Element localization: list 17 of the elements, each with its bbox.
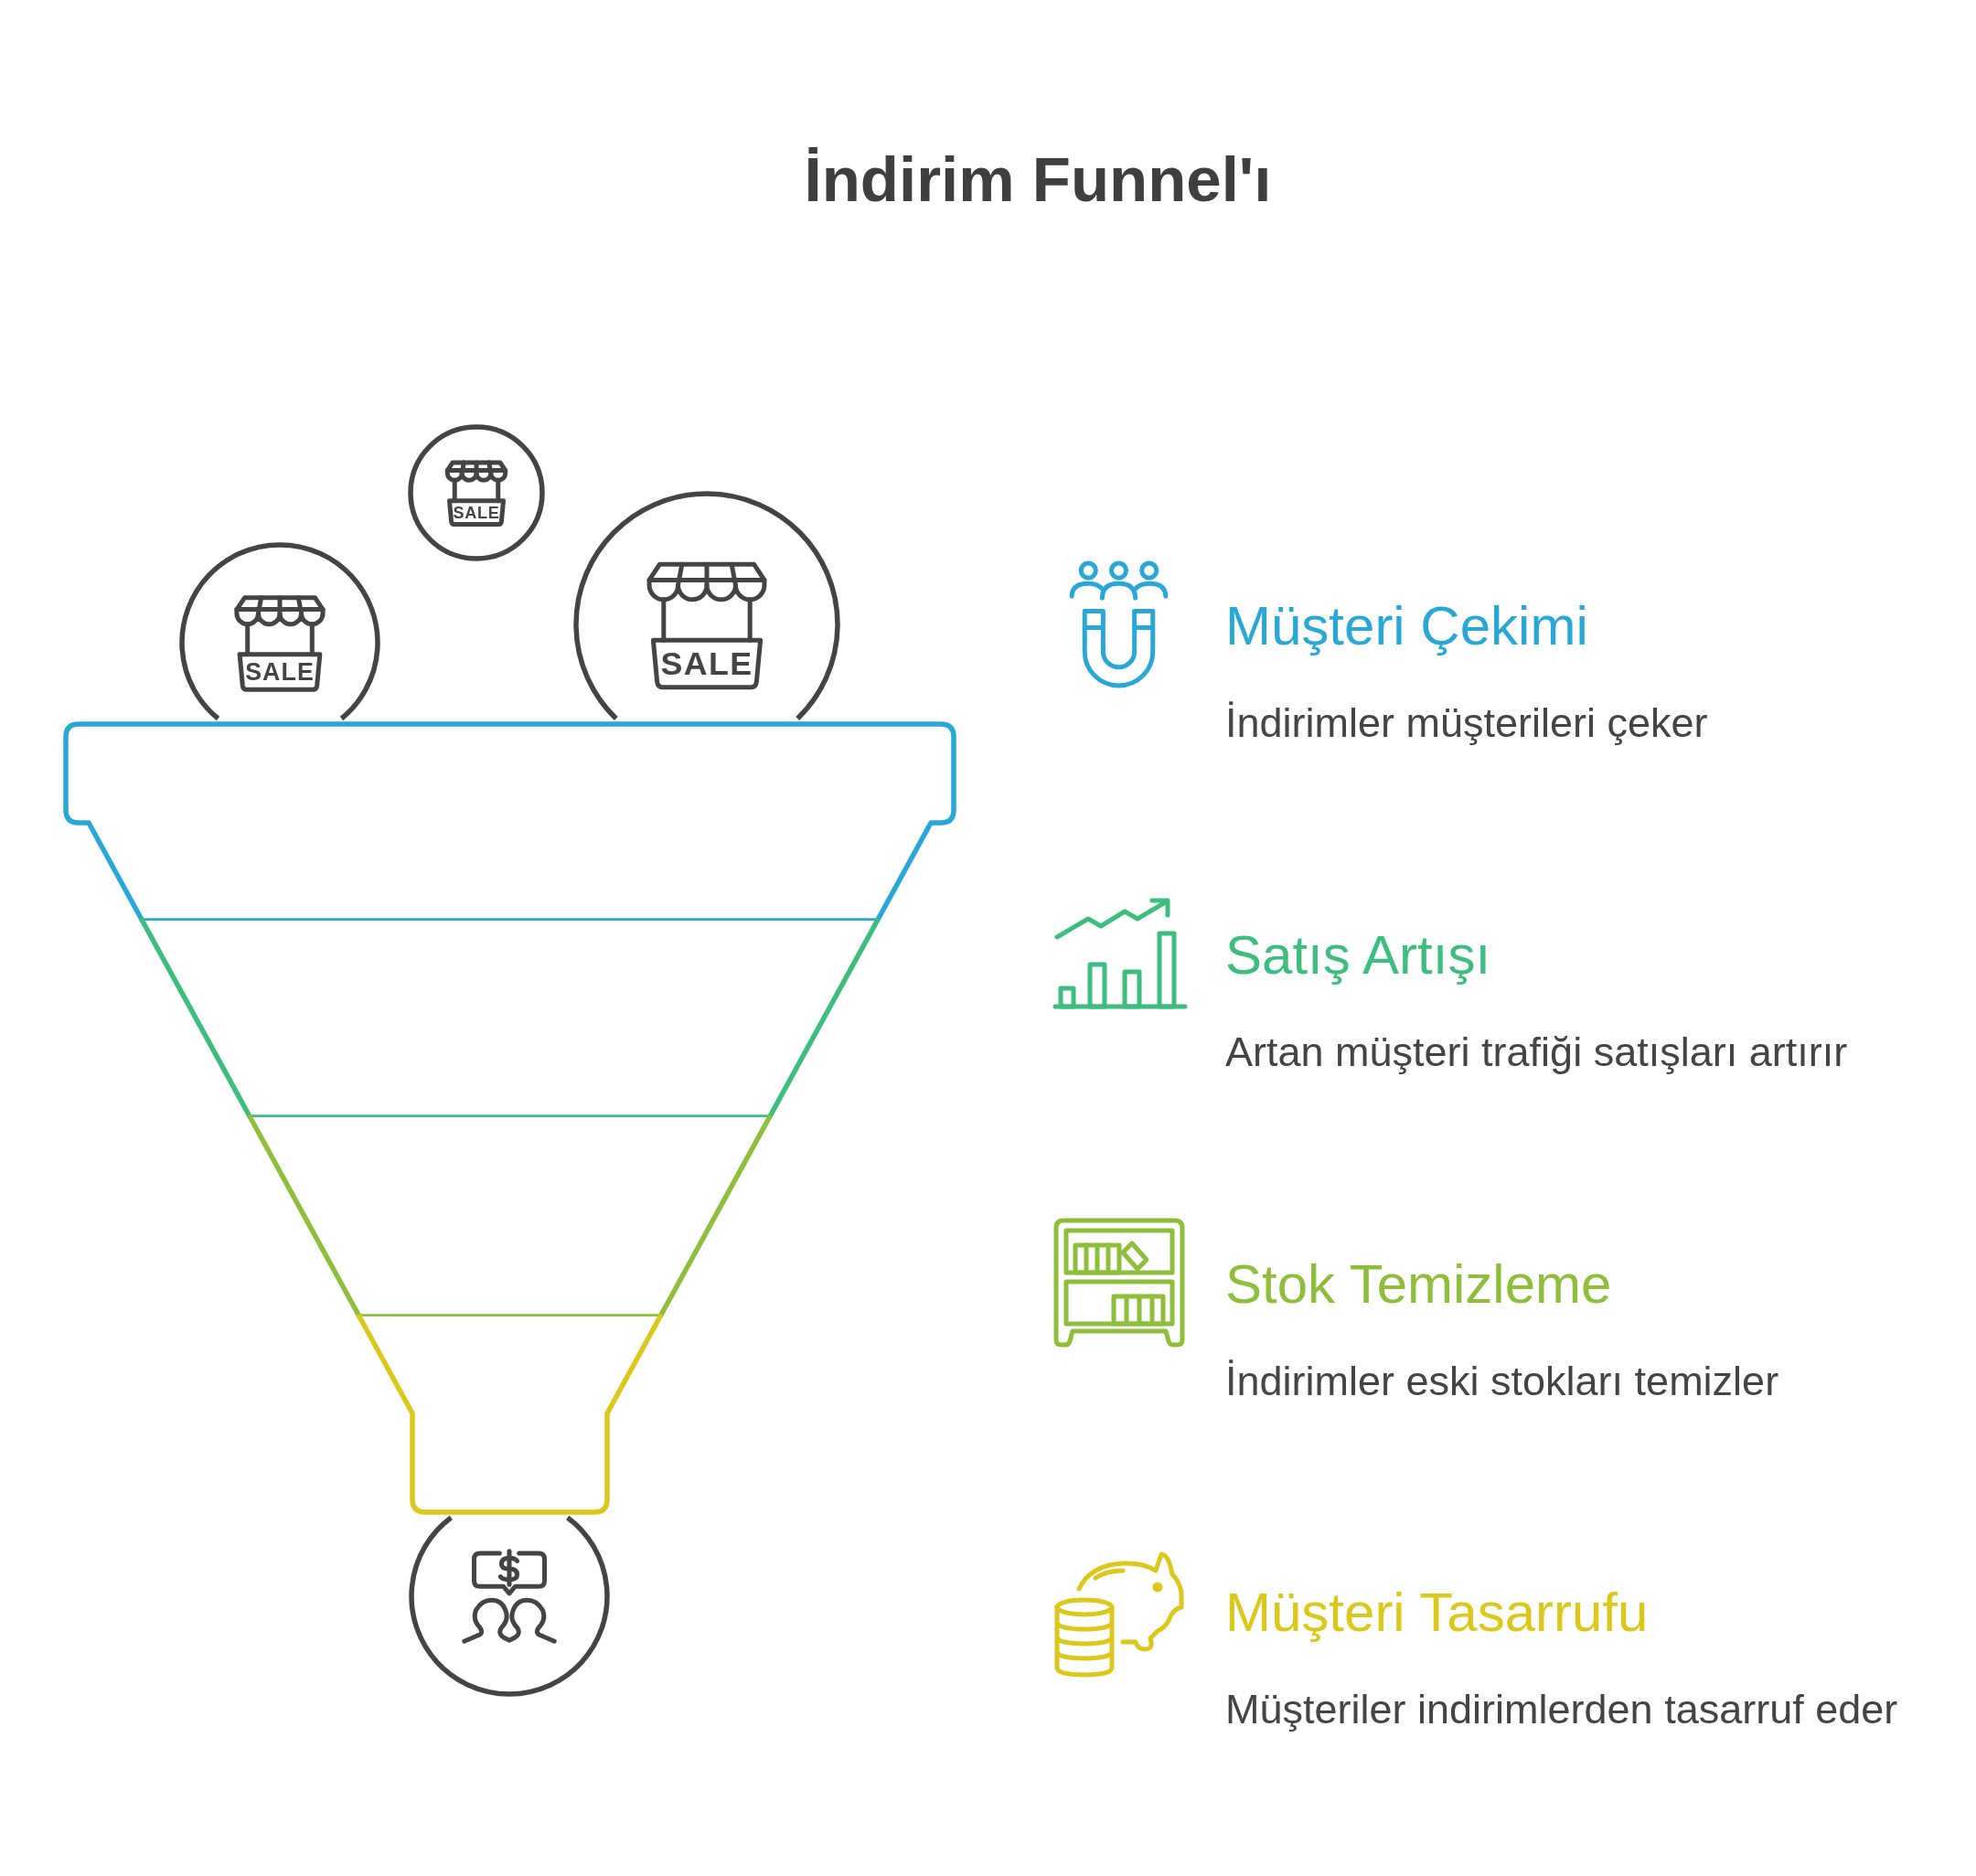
funnel-band <box>247 1114 773 1319</box>
icon-circle <box>408 424 545 561</box>
stage-heading: Satış Artışı <box>1225 923 1491 987</box>
stage-description: İndirimler eski stokları temizler <box>1225 1356 1779 1406</box>
stage-heading: Müşteri Tasarrufu <box>1225 1581 1649 1645</box>
diagram-title: İndirim Funnel'ı <box>804 144 1272 217</box>
stage-description: Artan müşteri trafiği satışları artırır <box>1225 1027 1848 1077</box>
stage-heading: Müşteri Çekimi <box>1225 594 1588 658</box>
funnel-band <box>139 918 881 1120</box>
stage-description: Müşteriler indirimlerden tasarruf eder <box>1225 1684 1898 1734</box>
stage-heading: Stok Temizleme <box>1225 1252 1612 1316</box>
sign-label: SALE <box>245 658 315 687</box>
funnel-band <box>357 1314 663 1515</box>
stage-description: İndirimler müşterileri çeker <box>1225 698 1708 748</box>
sign-label: SALE <box>660 645 753 682</box>
funnel-band <box>63 721 956 923</box>
sign-label: SALE <box>453 503 500 522</box>
